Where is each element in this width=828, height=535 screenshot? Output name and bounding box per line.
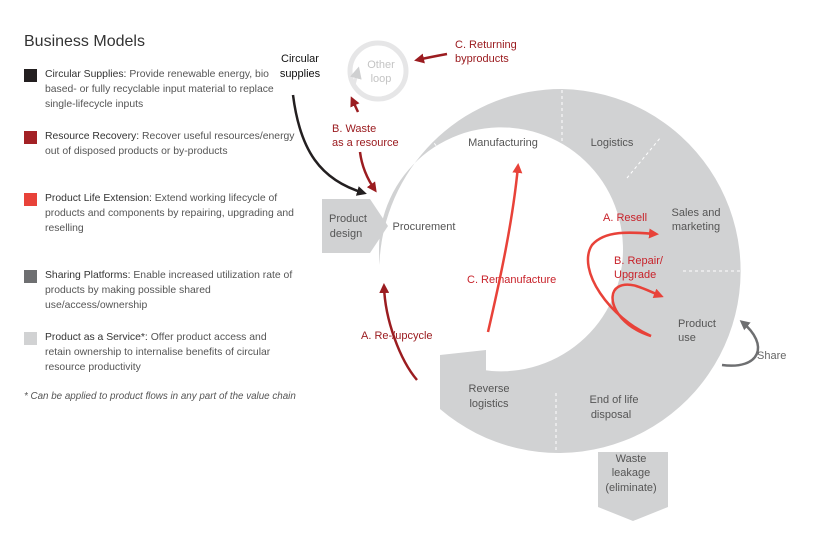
repair-upgrade-label: B. Repair/ [614,255,664,267]
circular-supplies-arrow [291,94,367,196]
legend-name: Circular Supplies: [45,69,127,80]
svg-text:supplies: supplies [280,68,321,80]
upcycle-label: A. Re-/upcycle [361,330,433,342]
legend-swatch [24,69,37,82]
product-design-label: Product [329,213,367,225]
waste-resource-label: B. Waste [332,123,376,135]
svg-text:disposal: disposal [591,409,631,421]
waste-leakage-shape [598,452,668,521]
legend-name: Resource Recovery: [45,131,140,142]
legend-description: Enable increased utilization rate of pro… [45,270,293,311]
svg-text:loop: loop [371,73,392,85]
svg-text:use: use [678,332,696,344]
segment-end-of-life: End of life [590,394,639,406]
resell-label: A. Resell [603,212,647,224]
reverse-logistics-wedge [440,350,486,412]
repair-upgrade-arrow [611,283,664,338]
legend-swatch [24,332,37,345]
remanufacture-arrow [486,163,523,333]
remanufacture-label: C. Remanufacture [467,274,556,286]
returning-byproducts-label: C. Returning [455,39,517,51]
waste-resource-arrow [358,151,377,193]
svg-text:as a resource: as a resource [332,137,399,149]
segment-procurement: Procurement [393,221,456,233]
circular-supplies-label: Circular [281,53,319,65]
legend-swatch [24,270,37,283]
segment-logistics: Logistics [591,137,634,149]
legend-description: Recover useful resources/energy out of d… [45,131,295,157]
value-chain-ring [378,88,741,453]
segment-reverse-logistics: Reverse [469,383,510,395]
waste-leakage-label: Waste [616,453,647,465]
upcycle-arrow [379,283,418,381]
legend-swatch [24,131,37,144]
segment-manufacturing: Manufacturing [468,137,538,149]
returning-byproducts-arrow [414,52,448,64]
legend-swatch [24,193,37,206]
other-loop-label: Other [367,59,395,71]
segment-product-use: Product [678,318,716,330]
svg-text:logistics: logistics [469,398,509,410]
business-models-panel: Business Models Circular Supplies: Provi… [0,0,330,535]
other-loop-arrow [350,66,362,86]
footnote: * Can be applied to product flows in any… [24,391,296,402]
svg-text:Upgrade: Upgrade [614,269,656,281]
legend-name: Sharing Platforms: [45,270,131,281]
product-design-shape [322,199,388,253]
svg-text:marketing: marketing [672,221,720,233]
legend-name: Product Life Extension: [45,193,152,204]
segment-dividers [428,89,744,453]
svg-text:(eliminate): (eliminate) [605,482,656,494]
legend-name: Product as a Service*: [45,332,148,343]
share-arrow [721,320,760,367]
legend-description: Offer product access and retain ownershi… [45,332,271,373]
segment-sales-marketing: Sales and [672,207,721,219]
svg-text:design: design [330,228,362,240]
share-label: Share [757,350,786,362]
legend-description: Extend working lifecycle of products and… [45,193,294,234]
svg-text:byproducts: byproducts [455,53,509,65]
panel-title: Business Models [24,33,145,50]
svg-text:leakage: leakage [612,467,651,479]
waste-resource-arrow-top [350,96,360,113]
other-loop-circle [347,40,409,102]
legend-description: Provide renewable energy, bio based- or … [45,69,274,110]
